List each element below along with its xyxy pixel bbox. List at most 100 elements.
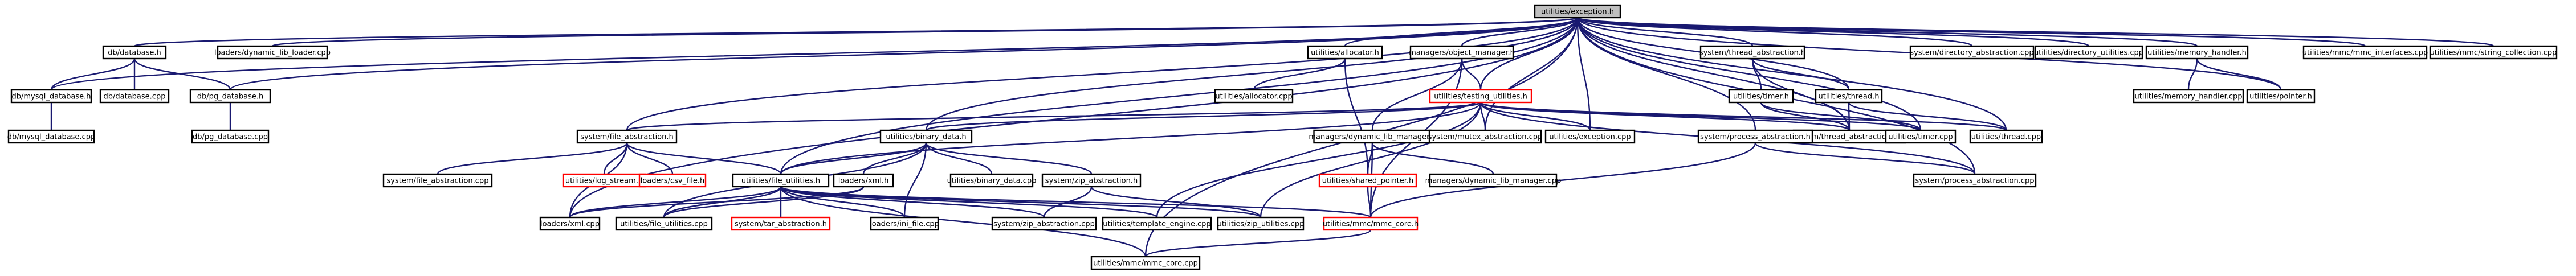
- edge-binary_data_h-to-binary_data_cpp: [923, 137, 993, 175]
- node-box[interactable]: [949, 173, 1034, 188]
- node-box[interactable]: [991, 216, 1097, 231]
- node-box[interactable]: [217, 45, 328, 60]
- node-file-abstraction-h[interactable]: system/file_abstraction.h: [576, 129, 678, 144]
- node-box[interactable]: [1214, 89, 1294, 104]
- node-database-cpp[interactable]: db/database.cpp: [99, 89, 170, 104]
- node-box[interactable]: [2429, 45, 2558, 60]
- node-box[interactable]: [1429, 173, 1558, 188]
- node-box[interactable]: [1913, 173, 2037, 188]
- node-thread-h[interactable]: utilities/thread.h: [1815, 89, 1883, 104]
- node-box[interactable]: [1429, 89, 1532, 104]
- node-box[interactable]: [1699, 45, 1805, 60]
- node-exception-cpp[interactable]: utilities/exception.cpp: [1544, 129, 1636, 144]
- node-xml-cpp[interactable]: loaders/xml.cpp: [539, 216, 601, 231]
- node-template-engine-cpp[interactable]: utilities/template_engine.cpp: [1102, 216, 1212, 231]
- node-box[interactable]: [2034, 45, 2143, 60]
- node-box[interactable]: [189, 89, 271, 104]
- node-box[interactable]: [1090, 256, 1201, 270]
- node-box[interactable]: [382, 173, 493, 188]
- node-box[interactable]: [1909, 45, 2035, 60]
- node-box[interactable]: [732, 173, 830, 188]
- node-mysql-database-cpp[interactable]: db/mysql_database.cpp: [7, 129, 95, 144]
- node-box[interactable]: [1728, 89, 1794, 104]
- node-memory-handler-cpp[interactable]: utilities/memory_handler.cpp: [2133, 89, 2244, 104]
- node-allocator-cpp[interactable]: utilities/allocator.cpp: [1214, 89, 1294, 104]
- node-thread-abstraction-h[interactable]: system/thread_abstraction.h: [1699, 45, 1805, 60]
- node-file-utilities-h[interactable]: utilities/file_utilities.h: [732, 173, 830, 188]
- node-box[interactable]: [1815, 89, 1883, 104]
- node-pg-database-h[interactable]: db/pg_database.h: [189, 89, 271, 104]
- node-box[interactable]: [1102, 216, 1212, 231]
- node-binary-data-h[interactable]: utilities/binary_data.h: [879, 129, 973, 144]
- node-dynamic-lib-manager-cpp[interactable]: managers/dynamic_lib_manager.cpp: [1425, 173, 1562, 188]
- node-box[interactable]: [1323, 216, 1419, 231]
- node-box[interactable]: [102, 45, 167, 60]
- node-directory-utilities-cpp[interactable]: utilities/directory_utilities.cpp: [2034, 45, 2143, 60]
- node-memory-handler-h[interactable]: utilities/memory_handler.h: [2145, 45, 2249, 60]
- node-directory-abstraction-cpp[interactable]: system/directory_abstraction.cpp: [1909, 45, 2035, 60]
- node-thread-cpp[interactable]: utilities/thread.cpp: [1969, 129, 2043, 144]
- node-file-abstraction-cpp[interactable]: system/file_abstraction.cpp: [382, 173, 493, 188]
- node-mutex-abstraction-cpp[interactable]: system/mutex_abstraction.cpp: [1428, 129, 1543, 144]
- node-box[interactable]: [576, 129, 678, 144]
- node-box[interactable]: [879, 129, 973, 144]
- node-mmc-interfaces-cpp[interactable]: utilities/mmc/mmc_interfaces.cpp: [2302, 45, 2428, 60]
- node-box[interactable]: [10, 89, 92, 104]
- node-dynamic-lib-manager-h[interactable]: managers/dynamic_lib_manager.h: [1309, 129, 1436, 144]
- node-box[interactable]: [2145, 45, 2249, 60]
- node-pointer-h[interactable]: utilities/pointer.h: [2246, 89, 2316, 104]
- node-mmc-core-h[interactable]: utilities/mmc/mmc_core.h: [1323, 216, 1419, 231]
- node-box[interactable]: [539, 216, 601, 231]
- node-timer-cpp[interactable]: utilities/timer.cpp: [1885, 129, 1957, 144]
- node-shared-pointer-h[interactable]: utilities/shared_pointer.h: [1318, 173, 1417, 188]
- node-box[interactable]: [870, 216, 939, 231]
- node-csv-file-h[interactable]: loaders/csv_file.h: [638, 173, 707, 188]
- node-database-h[interactable]: db/database.h: [102, 45, 167, 60]
- node-box[interactable]: [1318, 173, 1417, 188]
- node-box[interactable]: [2246, 89, 2316, 104]
- node-timer-h[interactable]: utilities/timer.h: [1728, 89, 1794, 104]
- node-binary-data-cpp[interactable]: utilities/binary_data.cpp: [947, 173, 1037, 188]
- node-box[interactable]: [1885, 129, 1957, 144]
- node-box[interactable]: [638, 173, 707, 188]
- node-dynamic-lib-loader-cpp[interactable]: loaders/dynamic_lib_loader.cpp: [214, 45, 331, 60]
- node-box[interactable]: [731, 216, 831, 231]
- node-testing-utilities-h[interactable]: utilities/testing_utilities.h: [1429, 89, 1532, 104]
- node-label: db/pg_database.cpp: [193, 133, 268, 142]
- node-box[interactable]: [2133, 89, 2244, 104]
- node-mmc-core-cpp[interactable]: utilities/mmc/mmc_core.cpp: [1090, 256, 1201, 270]
- node-process-abstraction-cpp[interactable]: system/process_abstraction.cpp: [1913, 173, 2037, 188]
- node-allocator-h[interactable]: utilities/allocator.h: [1307, 45, 1383, 60]
- node-pg-database-cpp[interactable]: db/pg_database.cpp: [191, 129, 270, 144]
- node-box[interactable]: [833, 173, 894, 188]
- node-xml-h[interactable]: loaders/xml.h: [833, 173, 894, 188]
- node-box[interactable]: [2302, 45, 2428, 60]
- node-zip-abstraction-h[interactable]: system/zip_abstraction.h: [1041, 173, 1142, 188]
- node-label: utilities/mmc/mmc_interfaces.cpp: [2302, 49, 2428, 57]
- node-box[interactable]: [1544, 129, 1636, 144]
- node-box[interactable]: [1534, 4, 1621, 19]
- node-tar-abstraction-h[interactable]: system/tar_abstraction.h: [731, 216, 831, 231]
- node-box[interactable]: [1041, 173, 1142, 188]
- node-box[interactable]: [7, 129, 95, 144]
- node-log-stream-h[interactable]: utilities/log_stream.h: [562, 173, 646, 188]
- node-box[interactable]: [191, 129, 270, 144]
- node-box[interactable]: [1697, 129, 1813, 144]
- node-process-abstraction-h[interactable]: system/process_abstraction.h: [1697, 129, 1813, 144]
- node-file-utilities-cpp[interactable]: utilities/file_utilities.cpp: [615, 216, 713, 231]
- node-box[interactable]: [1969, 129, 2043, 144]
- node-string-collection-cpp[interactable]: utilities/mmc/string_collection.cpp: [2429, 45, 2558, 60]
- node-thread-abstraction-cpp[interactable]: system/thread_abstraction.cpp: [1792, 129, 1907, 144]
- node-box[interactable]: [1428, 129, 1542, 144]
- node-object-manager-h[interactable]: managers/object_manager.h: [1409, 45, 1515, 60]
- node-zip-utilities-cpp[interactable]: utilities/zip_utilities.cpp: [1217, 216, 1305, 231]
- node-box[interactable]: [1217, 216, 1305, 231]
- node-box[interactable]: [1307, 45, 1383, 60]
- node-box[interactable]: [99, 89, 170, 104]
- node-box[interactable]: [1409, 45, 1514, 60]
- node-exception-h[interactable]: utilities/exception.h: [1534, 4, 1621, 19]
- node-zip-abstraction-cpp[interactable]: system/zip_abstraction.cpp: [991, 216, 1097, 231]
- node-mysql-database-h[interactable]: db/mysql_database.h: [10, 89, 92, 104]
- node-ini-file-cpp[interactable]: loaders/ini_file.cpp: [870, 216, 939, 231]
- node-box[interactable]: [615, 216, 713, 231]
